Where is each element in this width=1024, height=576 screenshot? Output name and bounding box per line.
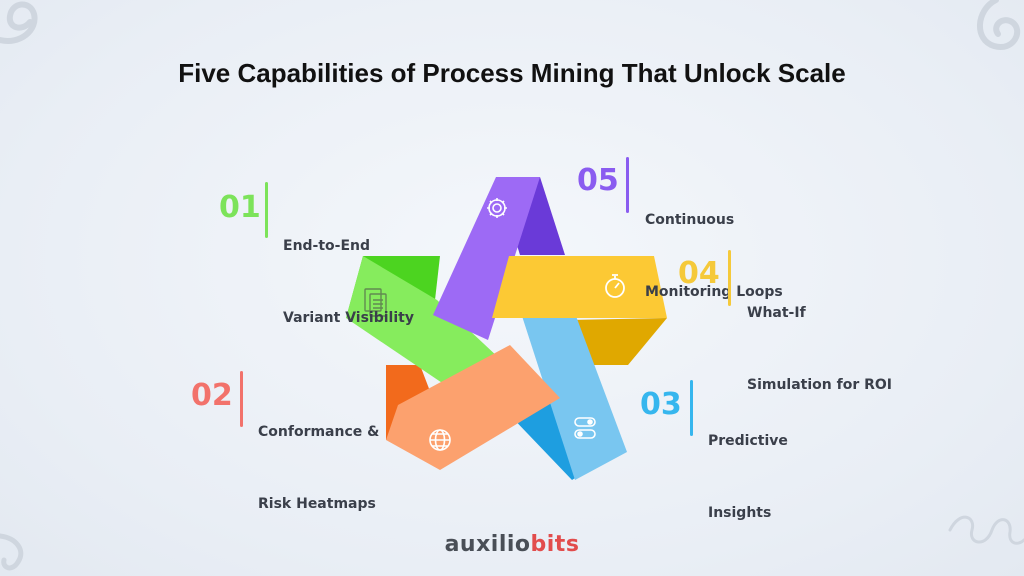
capability-number-04: 04 <box>678 256 720 291</box>
swirl-decoration-top-right <box>977 0 1021 50</box>
gear-icon <box>487 198 507 218</box>
capability-label-04-line1: What-If <box>747 305 806 321</box>
capability-divider-02 <box>240 371 243 427</box>
capability-label-02-line2: Risk Heatmaps <box>258 496 376 512</box>
capability-label-05-line1: Continuous <box>645 212 735 228</box>
swirl-decoration-bottom-right <box>948 515 1024 545</box>
stopwatch-icon <box>605 274 625 298</box>
ribbon-yellow <box>492 256 667 318</box>
globe-icon <box>429 429 451 451</box>
capability-label-03-line1: Predictive <box>708 433 788 449</box>
capability-number-02: 02 <box>191 378 233 413</box>
swirl-decoration-top-left <box>0 1 38 44</box>
capability-label-04: What-If Simulation for ROI <box>747 253 892 421</box>
ribbon-blue <box>522 300 627 480</box>
capability-number-01: 01 <box>219 190 261 225</box>
capability-label-01: End-to-End Variant Visibility <box>283 186 414 354</box>
capability-number-05: 05 <box>577 163 619 198</box>
ribbon-green <box>346 256 515 395</box>
page-title: Five Capabilities of Process Mining That… <box>178 58 846 88</box>
brand-logo-part1: auxilio <box>444 532 531 557</box>
capability-label-02: Conformance & Risk Heatmaps <box>258 372 379 540</box>
capability-label-03: Predictive Insights <box>708 381 788 549</box>
toggle-switch-icon <box>574 417 596 439</box>
document-icon <box>364 288 387 317</box>
capability-label-05-line2: Monitoring Loops <box>645 284 783 300</box>
capability-label-01-line2: Variant Visibility <box>283 310 414 326</box>
capability-number-03: 03 <box>640 387 682 422</box>
capability-label-05: Continuous Monitoring Loops <box>645 160 783 328</box>
brand-logo-part2: bits <box>530 532 580 557</box>
ribbon-purple <box>433 177 540 340</box>
capability-divider-04 <box>728 250 731 306</box>
capability-divider-03 <box>690 380 693 436</box>
fold-yellow-dark <box>570 318 667 365</box>
brand-logo: auxiliobits <box>0 532 1024 557</box>
capability-label-04-line2: Simulation for ROI <box>747 377 893 393</box>
swirl-decoration-bottom-left <box>0 533 24 571</box>
capability-label-03-line2: Insights <box>708 505 772 521</box>
capability-label-02-line1: Conformance & <box>258 424 380 440</box>
capability-divider-05 <box>626 157 629 213</box>
capability-divider-01 <box>265 182 268 238</box>
capability-label-01-line1: End-to-End <box>283 238 371 254</box>
